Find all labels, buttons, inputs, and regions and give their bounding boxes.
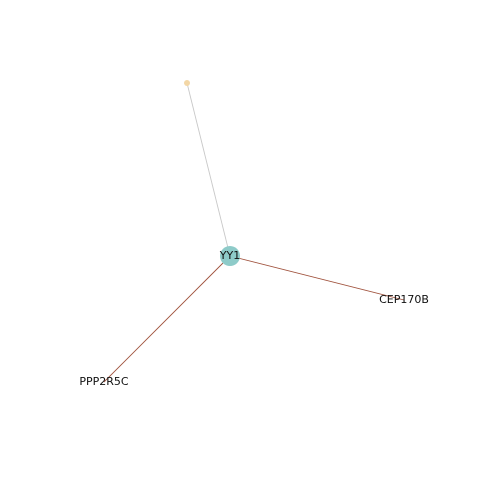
- node-unlabeled[interactable]: [184, 80, 190, 86]
- node-label-cep170b: CEP170B: [379, 293, 429, 306]
- edge-layer: [103, 82, 405, 383]
- node-label-yy1: YY1: [219, 249, 240, 262]
- node-layer: [184, 80, 240, 266]
- edge-yy1-ppp2r5c: [103, 255, 231, 383]
- node-yy1[interactable]: [220, 246, 240, 266]
- node-label-ppp2r5c: PPP2R5C: [79, 375, 129, 388]
- edge-yy1-unlabeled: [186, 82, 231, 257]
- edge-yy1-cep170b: [229, 255, 405, 301]
